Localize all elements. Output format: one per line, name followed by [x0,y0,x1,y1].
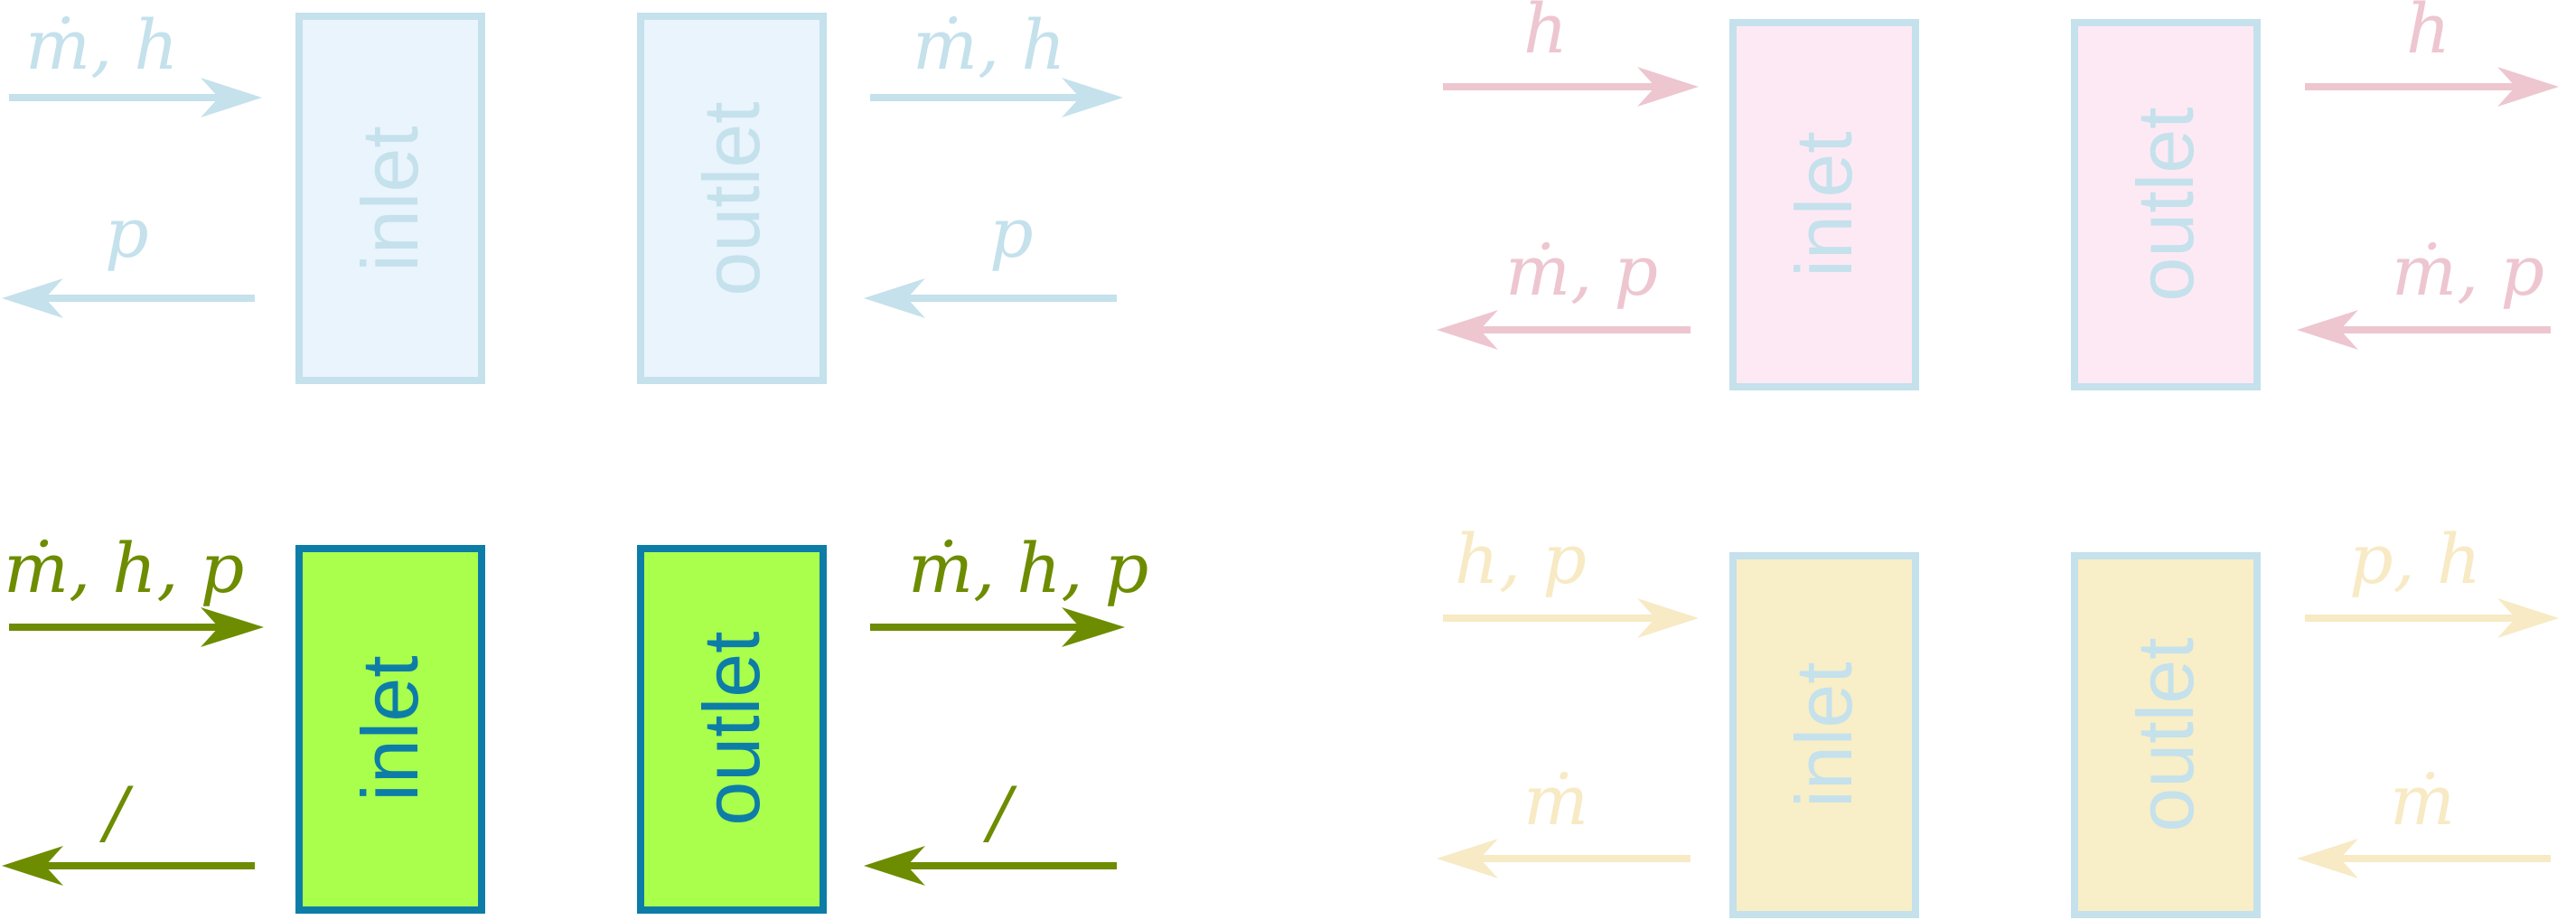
label-inlet-backward: p [105,192,149,273]
inlet-label: inlet [1779,662,1869,807]
outlet-label: outlet [687,631,776,825]
label-outlet-forward: h [2406,0,2450,69]
label-inlet-backward: ṁ [1523,760,1588,840]
arrow-inlet-backward [1437,310,1691,350]
panel-bottom-left: ṁ, h, p / inlet outlet ṁ, h, p / [2,528,1148,914]
label-outlet-backward: p [989,192,1034,273]
label-outlet-forward: p, h [2349,519,2481,599]
inlet-box [295,13,485,384]
inlet-box [295,545,485,914]
inlet-label: inlet [345,126,435,271]
arrow-outlet-backward [864,278,1117,318]
outlet-label: outlet [2121,637,2210,831]
arrow-outlet-backward [2297,839,2551,878]
outlet-box [637,545,827,914]
inlet-box [1729,552,1919,918]
label-outlet-backward: / [982,772,1017,852]
label-inlet-forward: h, p [1455,519,1587,599]
panel-top-left: ṁ, h p inlet outlet ṁ, h p [2,5,1123,384]
label-outlet-forward: ṁ, h, p [908,528,1148,608]
arrow-inlet-forward [1443,598,1699,638]
arrow-outlet-forward [870,78,1123,117]
arrow-outlet-backward [864,846,1117,886]
arrow-inlet-backward [1437,839,1691,878]
arrow-inlet-forward [9,607,264,647]
outlet-box [2071,552,2261,918]
arrow-inlet-forward [9,78,262,117]
panel-top-right: h ṁ, p inlet outlet h ṁ, p [1437,0,2559,390]
inlet-label: inlet [1779,131,1869,277]
inlet-label: inlet [345,655,435,801]
arrow-outlet-backward [2297,310,2551,350]
arrow-inlet-forward [1443,67,1699,107]
arrow-inlet-backward [2,846,255,886]
outlet-box [637,13,827,384]
label-inlet-forward: ṁ, h [25,5,178,85]
outlet-label: outlet [687,101,776,296]
outlet-label: outlet [2121,107,2210,301]
inlet-box [1729,19,1919,390]
arrow-outlet-forward [870,607,1125,647]
arrow-outlet-forward [2305,67,2559,107]
label-outlet-forward: ṁ, h [913,5,1065,85]
label-inlet-forward: ṁ, h, p [4,528,244,608]
arrow-outlet-forward [2305,598,2559,638]
label-outlet-backward: ṁ, p [2392,230,2544,311]
label-inlet-backward: / [98,772,134,852]
panel-bottom-right: h, p ṁ inlet outlet p, h ṁ [1437,519,2559,918]
arrow-inlet-backward [2,278,255,318]
label-outlet-backward: ṁ [2390,760,2455,840]
label-inlet-backward: ṁ, p [1505,230,1658,311]
outlet-box [2071,19,2261,390]
label-inlet-forward: h [1523,0,1568,69]
